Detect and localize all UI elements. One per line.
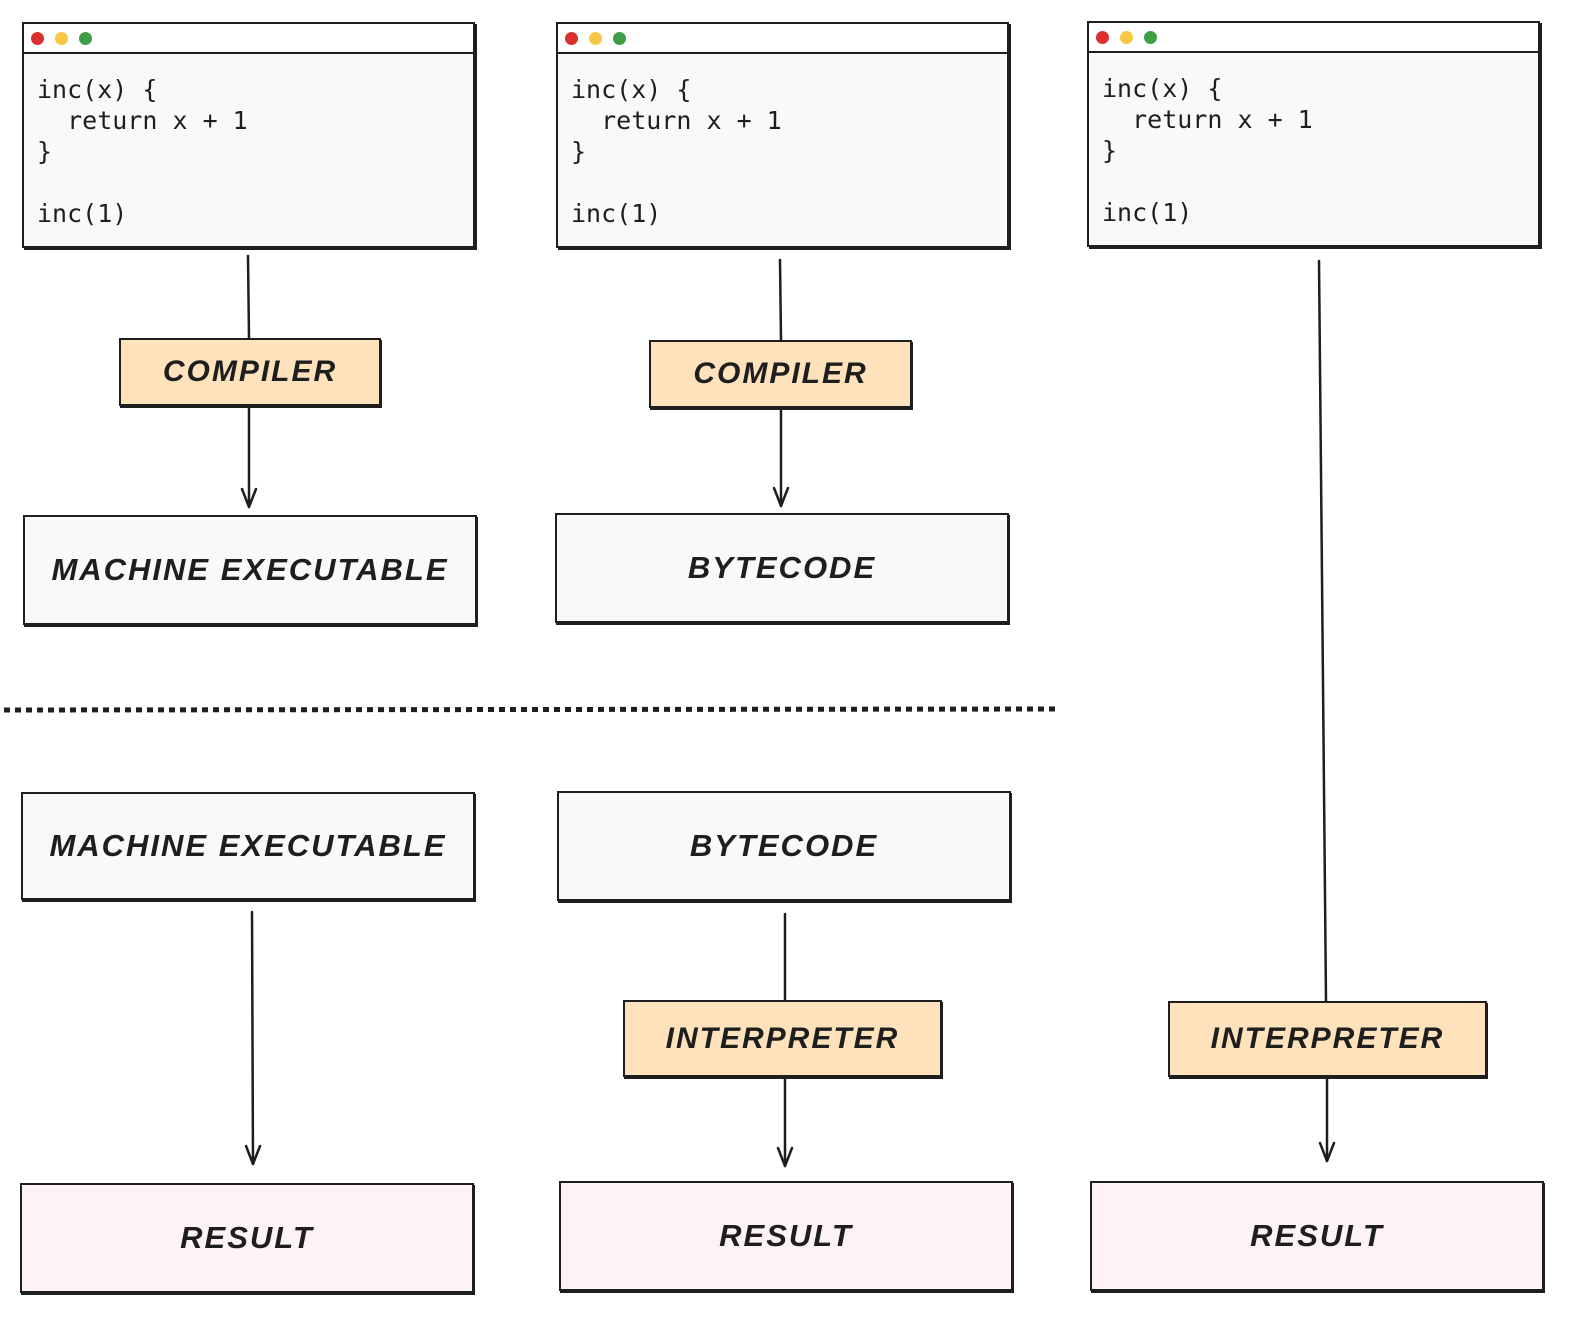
result-label: RESULT bbox=[719, 1218, 853, 1253]
code-snippet: inc(x) { return x + 1 } inc(1) bbox=[1102, 74, 1313, 227]
interpreter-box-3: INTERPRETER bbox=[1168, 1001, 1487, 1077]
code-window-3: inc(x) { return x + 1 } inc(1) bbox=[1087, 21, 1540, 247]
compiler-label: COMPILER bbox=[693, 357, 868, 390]
interpreter-box-2: INTERPRETER bbox=[623, 1000, 942, 1077]
machine-executable-label: MACHINE EXECUTABLE bbox=[51, 552, 449, 587]
minimize-dot-icon bbox=[55, 32, 68, 45]
machine-executable-box-top: MACHINE EXECUTABLE bbox=[23, 515, 477, 625]
result-box-3: RESULT bbox=[1090, 1181, 1544, 1291]
minimize-dot-icon bbox=[1120, 31, 1133, 44]
compile-run-divider bbox=[3, 706, 1061, 713]
code-snippet: inc(x) { return x + 1 } inc(1) bbox=[571, 75, 782, 228]
bytecode-box-bottom: BYTECODE bbox=[557, 791, 1011, 901]
arrowhead-4 bbox=[244, 1144, 262, 1166]
maximize-dot-icon bbox=[1144, 31, 1157, 44]
interpreter-label: INTERPRETER bbox=[1210, 1022, 1445, 1055]
close-dot-icon bbox=[565, 32, 578, 45]
code-window-1: inc(x) { return x + 1 } inc(1) bbox=[22, 22, 475, 248]
window-titlebar bbox=[24, 24, 473, 54]
arrow-executable-to-result-1 bbox=[250, 910, 255, 1166]
bytecode-label: BYTECODE bbox=[687, 550, 877, 585]
arrowhead-5 bbox=[776, 1146, 794, 1168]
interpreter-label: INTERPRETER bbox=[665, 1021, 900, 1055]
maximize-dot-icon bbox=[79, 32, 92, 45]
arrowhead-2 bbox=[772, 486, 790, 508]
close-dot-icon bbox=[31, 32, 44, 45]
code-snippet: inc(x) { return x + 1 } inc(1) bbox=[37, 75, 248, 228]
arrowhead-1 bbox=[240, 487, 258, 509]
code-window-2: inc(x) { return x + 1 } inc(1) bbox=[556, 22, 1009, 248]
bytecode-label: BYTECODE bbox=[689, 828, 879, 863]
connector-code-to-compiler-1 bbox=[246, 254, 251, 340]
window-titlebar bbox=[1089, 23, 1538, 53]
minimize-dot-icon bbox=[589, 32, 602, 45]
close-dot-icon bbox=[1096, 31, 1109, 44]
connector-code-to-interpreter-3 bbox=[1317, 259, 1328, 1003]
bytecode-box-top: BYTECODE bbox=[555, 513, 1009, 623]
arrowhead-3 bbox=[1318, 1141, 1336, 1163]
result-box-1: RESULT bbox=[20, 1183, 474, 1293]
result-label: RESULT bbox=[180, 1220, 314, 1255]
connector-code-to-compiler-2 bbox=[778, 258, 783, 342]
compiler-box-2: COMPILER bbox=[649, 340, 912, 408]
window-titlebar bbox=[558, 24, 1007, 54]
compiler-label: COMPILER bbox=[162, 355, 338, 388]
compiler-box-1: COMPILER bbox=[119, 338, 381, 406]
result-label: RESULT bbox=[1250, 1218, 1384, 1253]
maximize-dot-icon bbox=[613, 32, 626, 45]
result-box-2: RESULT bbox=[559, 1181, 1013, 1291]
machine-executable-box-bottom: MACHINE EXECUTABLE bbox=[21, 792, 475, 900]
machine-executable-label: MACHINE EXECUTABLE bbox=[49, 828, 447, 863]
